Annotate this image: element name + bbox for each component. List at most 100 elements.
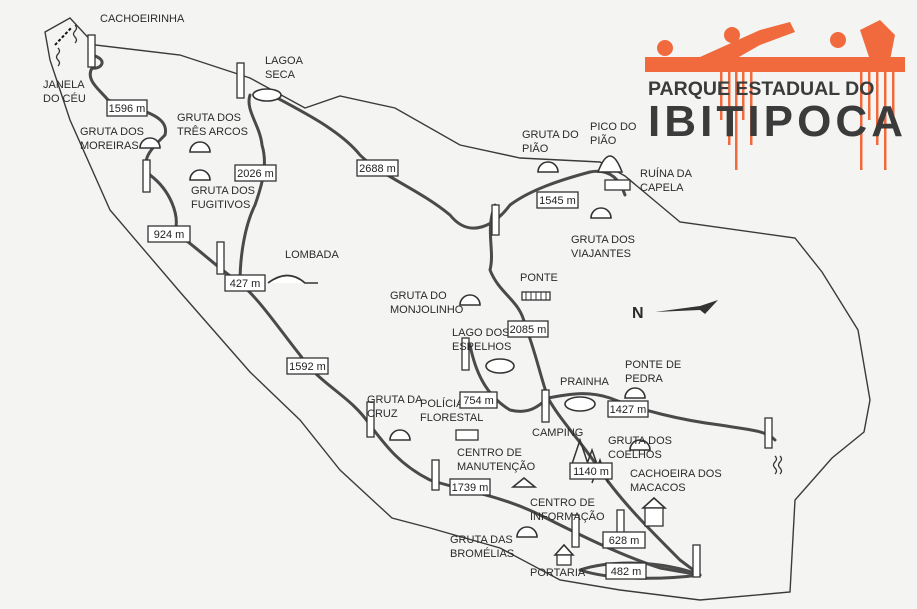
logo-branch [860,20,895,60]
distance-marker: 1545 m [536,191,579,209]
trail-post [491,204,500,236]
place-label: CRUZ [367,408,398,420]
trail-espelhos [468,343,550,413]
logo-vine [876,60,879,145]
trail-post [366,401,375,438]
place-label: COELHOS [608,449,662,461]
logo-vine [884,60,887,170]
centro-informacao-house-icon [640,496,668,527]
place-label: PEDRA [625,373,664,385]
north-arrow-icon [655,300,718,314]
place-label: FUGITIVOS [191,199,250,211]
logo-vine [742,60,745,120]
distance-marker: 482 m [605,562,647,580]
logo-bush [724,27,740,43]
place-label: PONTE DE [625,359,681,371]
logo-bush [830,32,846,48]
trail-post [692,544,701,578]
janela-do-ceu-viewpoint-icon [54,26,73,46]
place-label: PONTE [520,272,558,284]
waterfall-icon [55,24,783,475]
bridge-icon [521,291,551,301]
logo-vine [860,60,863,170]
place-label: MONJOLINHO [390,304,464,316]
cave-icon [624,387,646,399]
distance-marker: 1140 m [569,462,613,480]
park-boundary [44,17,871,601]
distance-label: 1140 m [573,466,609,478]
distance-marker: 427 m [224,274,266,292]
pico-do-piao-peak-icon [596,155,624,173]
policia-florestal-building-icon [455,429,479,441]
trail-post [87,34,96,68]
distance-label: 427 m [230,278,261,290]
cave-icon [189,141,211,153]
trail-posts [87,34,773,578]
place-label: CAPELA [640,182,684,194]
trail-post [216,241,225,275]
place-label: INFORMAÇÃO [530,510,605,523]
cave-icon [389,429,411,441]
logo-line1: PARQUE ESTADUAL DO [648,78,874,100]
distance-label: 628 m [609,535,640,547]
distance-marker: 1739 m [449,478,491,496]
ruina-da-capela-icon [604,179,631,191]
lombada-hill-icon [267,274,318,284]
place-label: MACACOS [630,482,686,494]
place-label: PIÃO [522,142,549,155]
place-label: CAMPING [532,427,583,439]
place-label: POLÍCIA [420,397,464,410]
logo-bar [645,57,905,72]
distance-marker: 1427 m [607,400,649,418]
place-label: RUÍNA DA [640,167,693,180]
place-label: FLORESTAL [420,412,483,424]
place-label: CACHOEIRA DOS [630,468,722,480]
distance-label: 1739 m [452,482,489,494]
prainha-lake [564,396,596,412]
logo-branch [700,22,795,62]
distance-label: 754 m [463,395,494,407]
place-label: GRUTA DOS [571,234,635,246]
distance-marker: 1592 m [286,357,329,375]
place-label: LOMBADA [285,249,339,261]
cave-icons [139,137,651,538]
distance-marker: 628 m [602,531,646,549]
trail-post [764,417,773,449]
cave-icon [459,294,481,306]
distance-label: 482 m [611,566,642,578]
trail-post [461,337,470,371]
logo-vine [720,60,723,120]
place-label: PIÃO [590,134,617,147]
distance-marker: 2085 m [507,320,549,338]
place-label: PRAINHA [560,376,610,388]
place-label: CACHOEIRINHA [100,13,185,25]
place-label: ESPELHOS [452,341,511,353]
place-label: PORTARIA [530,567,586,579]
place-label: SECA [265,69,296,81]
place-label: CENTRO DE [457,447,522,459]
portaria-house-icon [553,543,575,566]
place-label: GRUTA DO [522,129,579,141]
cave-icon [629,439,651,451]
place-label: GRUTA DOS [80,126,144,138]
cave-icon [189,169,211,181]
distance-label: 1596 m [109,103,146,115]
north-arrow: N [632,300,718,322]
place-label: JANELA [43,79,85,91]
logo-vine [735,60,738,170]
place-label: CENTRO DE [530,497,595,509]
place-label: GRUTA DOS [177,112,241,124]
trail-pico [260,88,627,230]
cave-icon [516,526,538,538]
place-label: MANUTENÇÃO [457,460,536,473]
distance-label: 2085 m [510,324,547,336]
place-label: LAGOA [265,55,304,67]
place-label: LAGO DOS [452,327,509,339]
cave-icon [537,161,559,173]
distance-marker: 924 m [147,225,191,243]
logo-vine [868,60,871,120]
